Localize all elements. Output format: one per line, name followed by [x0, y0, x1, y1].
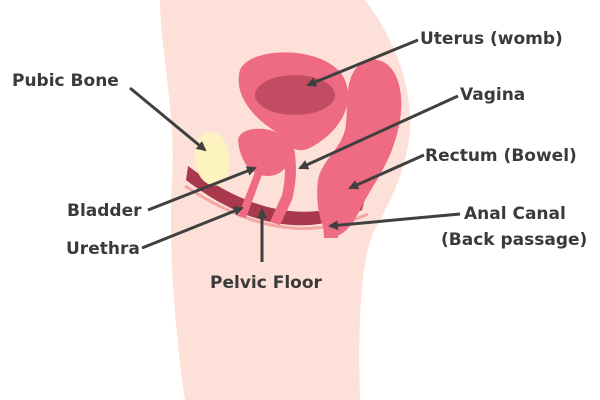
- pubic-bone-arrow: [129, 86, 207, 152]
- label-vagina: Vagina: [460, 85, 526, 105]
- label-anal-canal-subtitle: (Back passage): [441, 230, 588, 250]
- label-bladder: Bladder: [67, 201, 142, 221]
- urethra-shape: [238, 172, 263, 218]
- label-rectum: Rectum (Bowel): [425, 146, 577, 166]
- vagina-arrow: [298, 94, 459, 170]
- label-urethra: Urethra: [66, 239, 140, 259]
- label-pelvic-floor: Pelvic Floor: [210, 273, 322, 293]
- uterus-arrow: [306, 38, 419, 87]
- label-pubic-bone: Pubic Bone: [12, 71, 119, 91]
- bladder-arrow: [147, 166, 257, 212]
- label-anal-canal: Anal Canal: [464, 204, 566, 224]
- bladder-shape: [238, 128, 292, 176]
- anal-canal-arrow: [328, 212, 461, 231]
- rectum-shape: [317, 59, 402, 237]
- uterus-inner: [255, 75, 335, 115]
- rectum-arrow: [348, 153, 425, 190]
- label-uterus: Uterus (womb): [420, 29, 563, 49]
- urethra-arrow: [141, 206, 244, 250]
